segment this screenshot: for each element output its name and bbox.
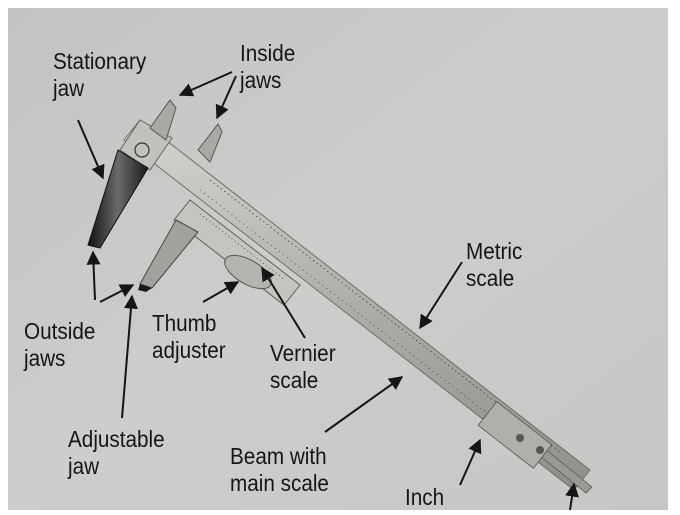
label-inside-jaws: Inside jaws: [240, 40, 295, 94]
label-adjustable-jaw: Adjustable jaw: [68, 426, 165, 480]
label-thumb-adjuster: Thumb adjuster: [152, 310, 226, 364]
label-outside-jaws: Outside jaws: [24, 318, 95, 372]
label-beam-main-scale: Beam with main scale: [230, 443, 329, 497]
label-inch: Inch: [405, 484, 444, 511]
screw: [536, 446, 544, 454]
label-vernier-scale: Vernier scale: [270, 340, 336, 394]
screw: [516, 434, 524, 442]
label-stationary-jaw: Stationary jaw: [53, 48, 146, 102]
label-metric-scale: Metric scale: [466, 238, 522, 292]
